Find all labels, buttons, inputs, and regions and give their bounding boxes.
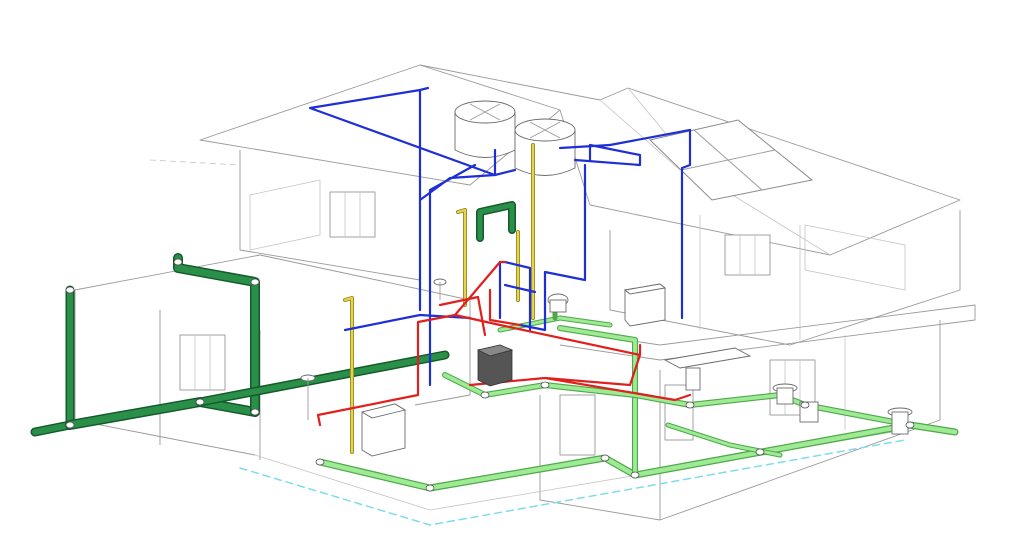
roof-ridge-line bbox=[599, 99, 681, 171]
upper-window-2 bbox=[724, 234, 771, 276]
hot-water-supply bbox=[316, 260, 692, 427]
pipe-joint bbox=[755, 448, 765, 456]
pipe-joint bbox=[250, 278, 260, 286]
inspection-opening-2 bbox=[433, 278, 447, 300]
upper-basin bbox=[623, 283, 667, 327]
pipe-joint bbox=[173, 258, 183, 266]
ground-wall-front bbox=[539, 395, 661, 521]
pipe-joint bbox=[800, 401, 810, 409]
ground-floor-vanity bbox=[360, 403, 407, 457]
roof-overhang-dashed bbox=[149, 159, 241, 166]
floor-waste-2 bbox=[887, 407, 913, 435]
vent-pipes bbox=[343, 143, 535, 454]
floor-waste-1 bbox=[772, 383, 798, 405]
balcony-rail-left bbox=[249, 179, 321, 251]
pipe-joint bbox=[65, 286, 75, 294]
balcony-rail-right bbox=[804, 224, 906, 291]
pipe-joint bbox=[425, 484, 435, 492]
pipe-joint bbox=[630, 471, 640, 479]
ground-boundary-line bbox=[239, 439, 906, 526]
inspection-opening-1 bbox=[300, 374, 316, 420]
pipe-joint bbox=[65, 421, 75, 429]
mid-slab-right bbox=[559, 304, 976, 361]
upper-wall-right bbox=[609, 210, 961, 346]
pipe-joints bbox=[65, 258, 915, 492]
pipe-joint bbox=[685, 401, 695, 409]
pipe-joint bbox=[195, 398, 205, 406]
rooftop-water-tanks bbox=[454, 100, 576, 176]
cold-water-supply bbox=[308, 86, 692, 387]
water-tank-2 bbox=[514, 118, 576, 176]
pipe-joint bbox=[315, 458, 325, 466]
upper-toilet bbox=[547, 293, 569, 313]
pipe-joint bbox=[540, 381, 550, 389]
pipe-joint bbox=[480, 391, 490, 399]
pipe-joint bbox=[250, 408, 260, 416]
ground-window-1 bbox=[179, 334, 226, 391]
ground-wall-right bbox=[659, 320, 941, 521]
ground-door-1 bbox=[559, 394, 596, 456]
upper-window-1 bbox=[329, 191, 376, 238]
mid-slab-left bbox=[74, 254, 471, 406]
pipe-joint bbox=[905, 421, 915, 429]
laundry-tub bbox=[476, 344, 514, 387]
windows-and-doors bbox=[179, 191, 816, 456]
ground-wall-left bbox=[74, 290, 256, 456]
kitchen-sink bbox=[663, 347, 752, 391]
water-tank-1 bbox=[454, 100, 516, 158]
pipe-joint bbox=[600, 454, 610, 462]
